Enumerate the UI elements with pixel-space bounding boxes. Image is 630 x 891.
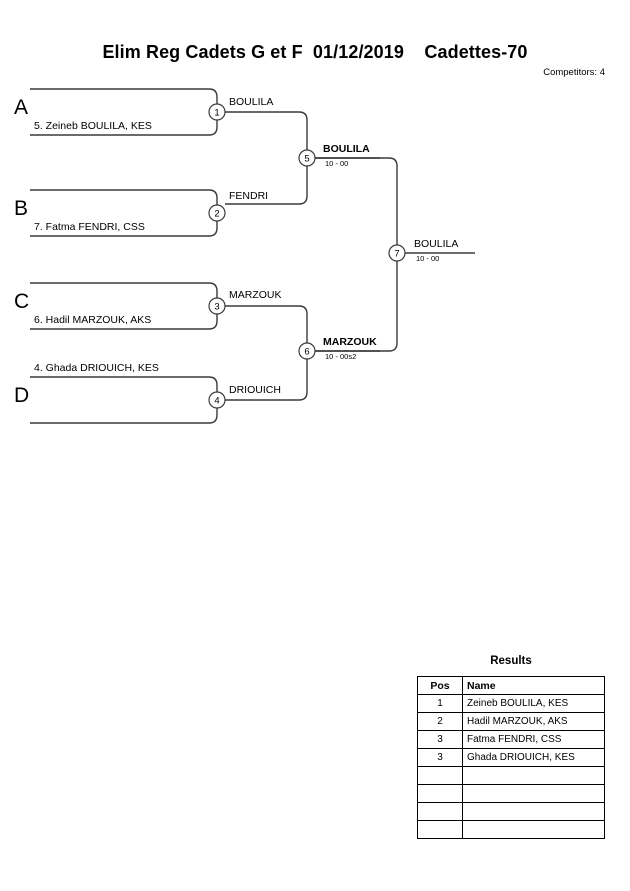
match-number-4: 4 <box>214 396 219 407</box>
match-node-1 <box>208 103 226 121</box>
match-node-6 <box>298 342 316 360</box>
match-number-7: 7 <box>394 249 399 260</box>
results-table: Pos Name 1 Zeineb BOULILA, KES 2 Hadil M… <box>417 676 605 839</box>
table-row: 1 Zeineb BOULILA, KES <box>417 694 605 713</box>
match-winner-2: FENDRI <box>229 190 269 202</box>
table-row <box>417 766 605 785</box>
results-header-name: Name <box>462 676 605 695</box>
table-row <box>417 820 605 839</box>
match-node-4 <box>208 391 226 409</box>
table-row: 3 Fatma FENDRI, CSS <box>417 730 605 749</box>
results-header-row: Pos Name <box>417 676 605 695</box>
results-pos: 1 <box>417 694 463 713</box>
match-node-2 <box>208 204 226 222</box>
results-name: Fatma FENDRI, CSS <box>462 730 605 749</box>
match-winner-4: DRIOUICH <box>229 384 281 396</box>
match-winner-6: MARZOUK <box>323 336 377 348</box>
results-table-body: 1 Zeineb BOULILA, KES 2 Hadil MARZOUK, A… <box>417 694 605 839</box>
competitor-name-d: 4. Ghada DRIOUICH, KES <box>34 362 159 374</box>
results-name: Hadil MARZOUK, AKS <box>462 712 605 731</box>
match-nodes <box>208 103 406 409</box>
results-title: Results <box>490 655 532 667</box>
match-node-7 <box>388 244 406 262</box>
results-pos <box>417 766 463 785</box>
match-score-5: 10 - 00 <box>325 159 349 168</box>
table-row: 3 Ghada DRIOUICH, KES <box>417 748 605 767</box>
bracket-final-line <box>315 157 398 352</box>
competitor-name-a: 5. Zeineb BOULILA, KES <box>34 120 152 132</box>
bracket-slot-letter-c: C <box>14 290 30 313</box>
results-pos: 2 <box>417 712 463 731</box>
results-pos <box>417 802 463 821</box>
results-name <box>462 802 605 821</box>
match-winner-7: BOULILA <box>414 238 459 250</box>
bracket-slot-letter-b: B <box>14 197 29 220</box>
competitor-name-b: 7. Fatma FENDRI, CSS <box>34 221 145 233</box>
match-number-3: 3 <box>214 302 219 313</box>
match-number-5: 5 <box>304 154 309 165</box>
match-node-3 <box>208 297 226 315</box>
results-name <box>462 784 605 803</box>
bracket-slot-d-line <box>30 376 218 424</box>
table-row <box>417 802 605 821</box>
match-node-5 <box>298 149 316 167</box>
results-pos <box>417 820 463 839</box>
bracket-slot-letter-a: A <box>14 96 29 119</box>
results-name <box>462 820 605 839</box>
match-winner-5: BOULILA <box>323 143 370 155</box>
results-name <box>462 766 605 785</box>
competitor-name-c: 6. Hadil MARZOUK, AKS <box>34 314 152 326</box>
match-winner-1: BOULILA <box>229 96 274 108</box>
bracket-slot-letter-d: D <box>14 384 30 407</box>
table-row <box>417 784 605 803</box>
results-pos: 3 <box>417 748 463 767</box>
competitors-count: Competitors: 4 <box>543 67 605 78</box>
match-score-6: 10 - 00s2 <box>325 352 357 361</box>
results-header-pos: Pos <box>417 676 463 695</box>
match-numbers: 1 2 3 4 5 6 7 <box>214 108 399 407</box>
page-title: Elim Reg Cadets G et F 01/12/2019 Cadett… <box>102 42 528 62</box>
match-number-6: 6 <box>304 347 309 358</box>
results-name: Zeineb BOULILA, KES <box>462 694 605 713</box>
match-winner-3: MARZOUK <box>229 289 282 301</box>
results-pos: 3 <box>417 730 463 749</box>
results-name: Ghada DRIOUICH, KES <box>462 748 605 767</box>
bracket-diagram: 1 2 3 4 5 6 7 <box>30 88 475 424</box>
match-number-2: 2 <box>214 209 219 220</box>
results-pos <box>417 784 463 803</box>
match-score-7: 10 - 00 <box>416 254 440 263</box>
match-number-1: 1 <box>214 108 219 119</box>
table-row: 2 Hadil MARZOUK, AKS <box>417 712 605 731</box>
